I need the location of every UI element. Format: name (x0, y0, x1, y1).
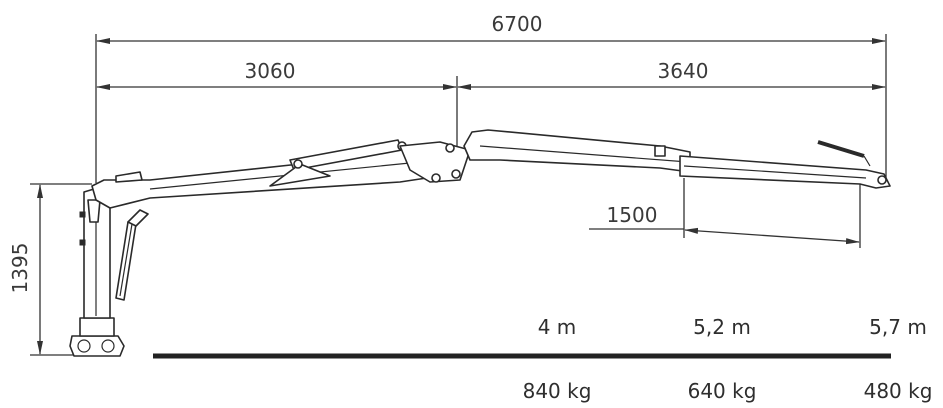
capacity-reach-3: 5,7 m (869, 315, 927, 339)
capacity-load-1: 840 kg (523, 379, 592, 403)
inner-boom-head (115, 171, 143, 183)
outer-boom-line (479, 145, 689, 163)
outer-boom (463, 129, 891, 189)
capacity-load-2: 640 kg (688, 379, 757, 403)
label-total-reach: 6700 (492, 12, 543, 36)
label-first-section: 3060 (245, 59, 296, 83)
column-mark-1 (79, 239, 86, 246)
lift-cylinder-rod (127, 209, 149, 227)
link-pin-upper (445, 143, 455, 153)
dimension-column-height: 1395 (8, 183, 92, 356)
link-pin-right (451, 169, 461, 179)
base-bolt-left (77, 339, 91, 353)
dimension-extension: 1500 (589, 178, 861, 248)
boom-tip-pin (877, 175, 887, 185)
column-mark-2 (79, 211, 86, 218)
crane-column (69, 185, 149, 357)
inner-boom (91, 139, 471, 209)
capacity-reach-1: 4 m (538, 315, 577, 339)
column-foot (79, 317, 115, 337)
column-bracket (87, 199, 101, 223)
capacity-load-3: 480 kg (864, 379, 933, 403)
extension-boom (679, 155, 891, 189)
fold-cylinder-pin (293, 159, 303, 169)
tip-hose (817, 140, 865, 158)
tip-hose-end (863, 155, 871, 167)
dimension-line-extension (684, 227, 860, 245)
outer-boom-block (654, 145, 666, 157)
fold-cylinder-bracket (269, 163, 331, 187)
extension-boom-line (683, 165, 867, 179)
label-column-height: 1395 (8, 243, 32, 294)
label-second-section: 3640 (658, 59, 709, 83)
base-bolt-right (101, 339, 115, 353)
dimension-total-reach: 6700 (95, 12, 887, 183)
label-extension: 1500 (607, 203, 658, 227)
outer-boom-body (463, 129, 691, 173)
link-pin-lower (431, 173, 441, 183)
capacity-table: 4 m 5,2 m 5,7 m 840 kg 640 kg 480 kg (523, 315, 933, 403)
lift-cylinder-line (119, 223, 133, 297)
capacity-reach-2: 5,2 m (693, 315, 751, 339)
dimension-sections: 3060 3640 (96, 59, 886, 160)
